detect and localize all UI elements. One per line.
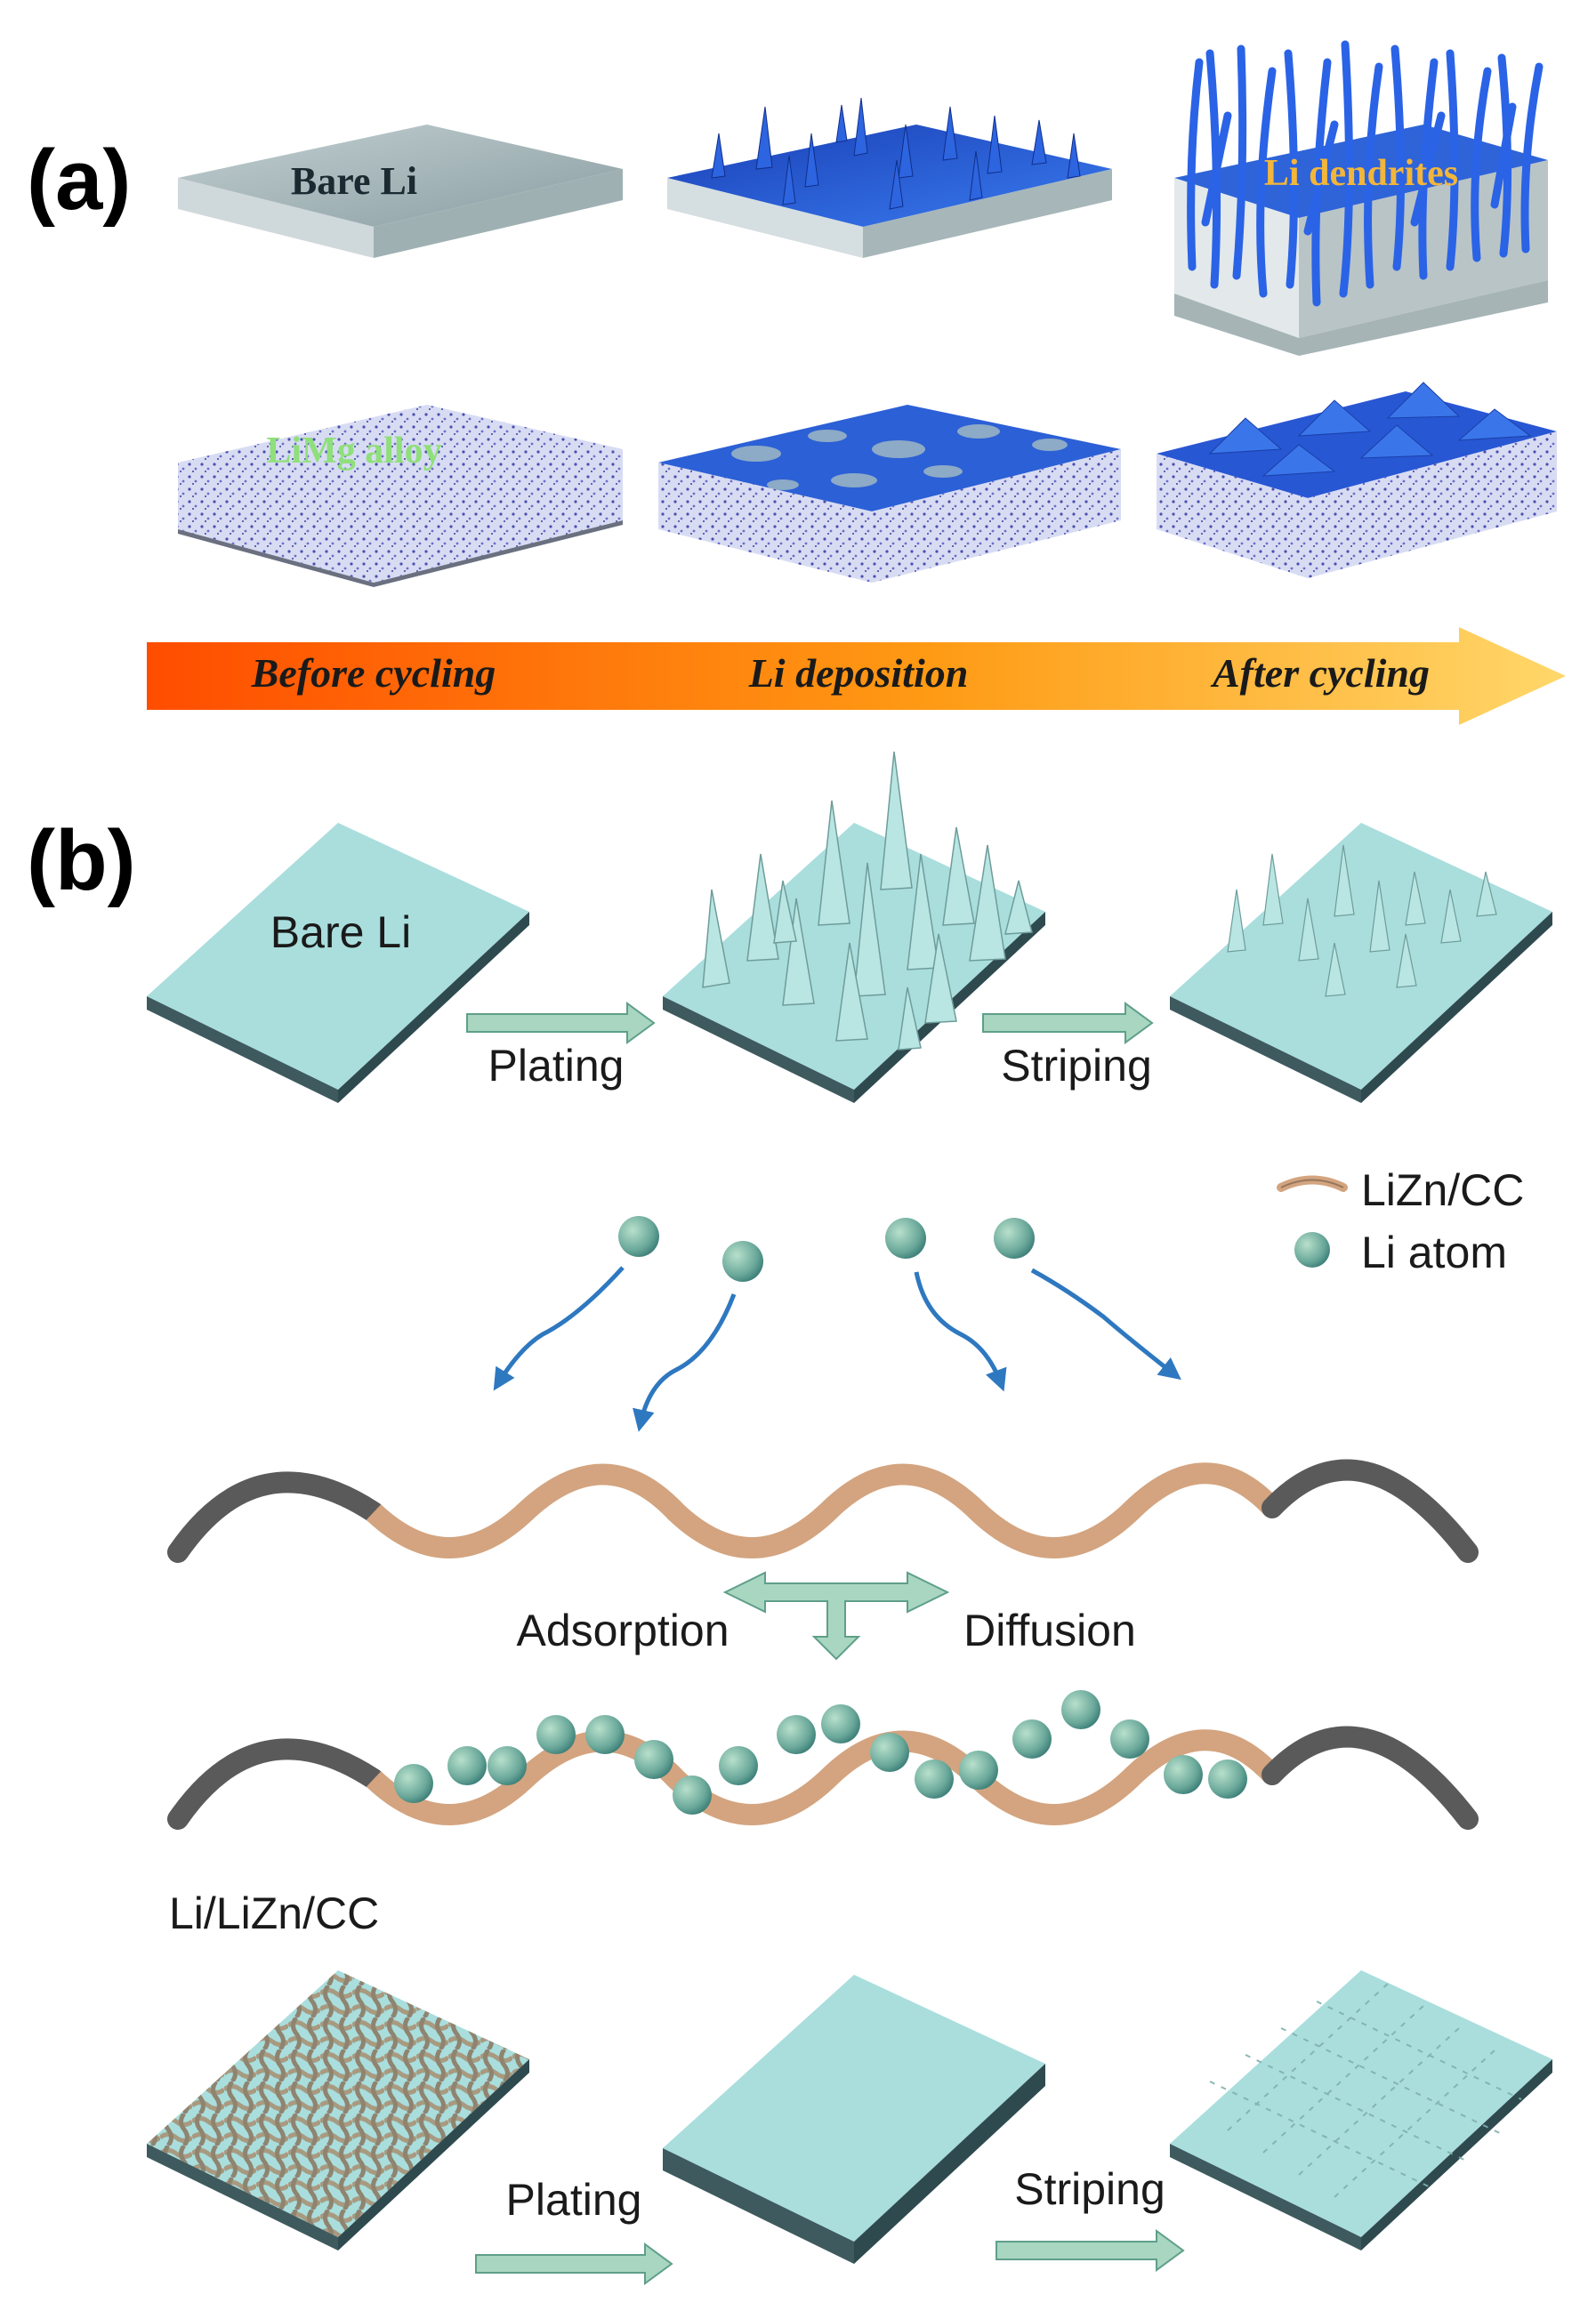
panel-a-label: (a) <box>27 133 131 228</box>
li-atom-path-arrow <box>1030 1268 1181 1381</box>
li-lizn-cc-fiber-wave <box>167 1690 1479 1830</box>
li-deposition-slab-a <box>667 97 1112 258</box>
li-atom-path-arrow <box>493 1266 625 1391</box>
legend-li-atom-label: Li atom <box>1361 1228 1507 1277</box>
adsorbed-li-atoms <box>394 1690 1247 1815</box>
stage-before-cycling: Before cycling <box>251 650 496 696</box>
limg-deposition-slab <box>658 405 1121 583</box>
limg-after-cycling-slab <box>1157 382 1557 578</box>
limg-alloy-slab <box>178 405 623 587</box>
bare-li-label-b: Bare Li <box>270 907 411 957</box>
plating-label-2: Plating <box>506 2175 642 2225</box>
striped-flat-slab <box>1170 1970 1552 2251</box>
panel-b-label: (b) <box>27 813 136 908</box>
li-dendrites-slab-a <box>1174 40 1548 356</box>
legend <box>1277 1175 1348 1268</box>
li-lizn-cc-label: Li/LiZn/CC <box>169 1888 379 1938</box>
li-atom <box>885 1218 926 1259</box>
cycling-progress-arrow <box>147 627 1566 725</box>
li-atom-path-arrow <box>914 1271 1007 1392</box>
limg-alloy-label: LiMg alloy <box>266 431 441 471</box>
plated-flat-slab <box>663 1975 1045 2264</box>
plating-arrow-2 <box>475 2243 673 2285</box>
stage-after-cycling: After cycling <box>1210 650 1430 696</box>
striping-label-1: Striping <box>1001 1041 1152 1091</box>
plated-dendrite-slab <box>663 751 1045 1103</box>
striping-arrow-2 <box>995 2229 1185 2272</box>
stage-li-deposition: Li deposition <box>748 650 969 696</box>
diffusion-label: Diffusion <box>963 1606 1136 1655</box>
li-dendrites-label: Li dendrites <box>1264 153 1458 194</box>
adsorption-diffusion-arrow <box>722 1571 950 1661</box>
adsorption-label: Adsorption <box>516 1606 729 1655</box>
striped-slab <box>1170 823 1552 1103</box>
striping-arrow-1 <box>982 1002 1154 1044</box>
plating-arrow-1 <box>466 1002 656 1044</box>
bare-li-label-a: Bare Li <box>291 159 417 203</box>
li-atom <box>994 1218 1035 1259</box>
legend-li-atom-swatch <box>1294 1232 1330 1268</box>
bare-li-slab-a <box>178 125 623 258</box>
legend-lizn-cc-label: LiZn/CC <box>1361 1165 1524 1215</box>
falling-li-atoms <box>493 1216 1181 1432</box>
li-atom <box>618 1216 659 1257</box>
striping-label-2: Striping <box>1014 2164 1165 2214</box>
li-atom-path-arrow <box>633 1293 737 1432</box>
lizn-cc-mesh-slab <box>147 1970 529 2251</box>
lizn-cc-fiber-wave <box>167 1459 1479 1563</box>
bare-li-slab-b <box>147 823 529 1103</box>
li-atom <box>722 1241 763 1282</box>
plating-label-1: Plating <box>488 1041 625 1091</box>
